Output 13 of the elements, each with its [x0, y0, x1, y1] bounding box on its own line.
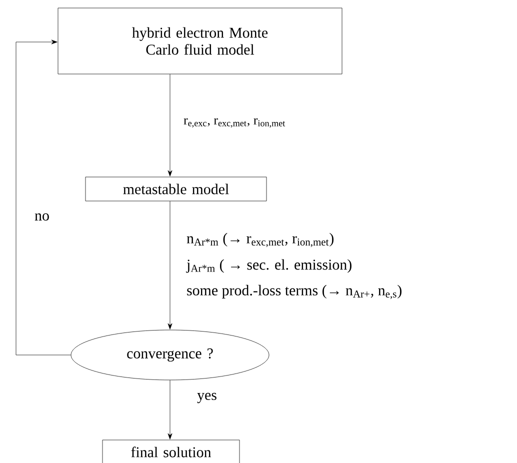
edge-label: r$_{e,exc}$, r$_{exc,met}$, r$_{ion,met}$ [184, 118, 286, 128]
arrow [16, 40, 71, 356]
arrow [168, 380, 172, 440]
edge-label: no [34, 213, 49, 221]
note-text: some prod.-loss terms (→ n$_{Ar+}$, n$_{e,s}$) [187, 284, 402, 300]
process-box: metastable model [85, 176, 267, 202]
arrow [168, 201, 172, 330]
process-box: final solution [102, 440, 240, 463]
note-text: j$_{Ar*m}$ ( → sec. el. emission) [186, 259, 352, 273]
process-box: hybrid electron Monte Carlo fluid model [58, 8, 342, 74]
edge-label: yes [197, 392, 216, 404]
note-text: n$_{Ar*m}$ (→ r$_{exc,met}$, r$_{ion,met}$) [186, 232, 334, 248]
arrow [168, 74, 172, 176]
